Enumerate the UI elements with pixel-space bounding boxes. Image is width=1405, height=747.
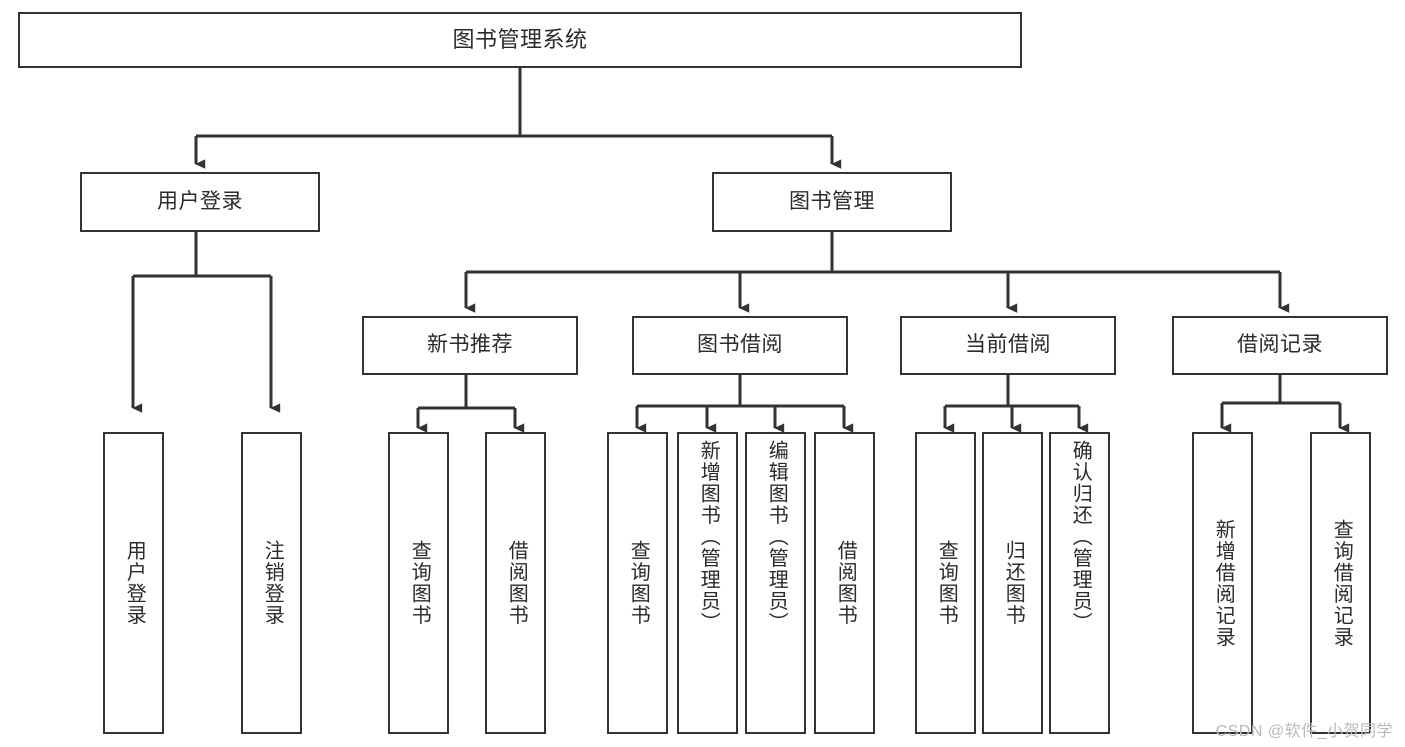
leaf-user-login[interactable]: 用户登录 xyxy=(103,432,164,734)
node-label: 借阅记录 xyxy=(1237,333,1323,357)
node-label: 图书管理 xyxy=(789,189,875,213)
node-new-book-recommendation[interactable]: 新书推荐 xyxy=(362,316,578,375)
leaf-query-books-current[interactable]: 查询图书 xyxy=(915,432,976,734)
node-label: 新增图书（管理员） xyxy=(697,440,720,634)
leaf-query-books-recommend[interactable]: 查询图书 xyxy=(388,432,449,734)
node-label: 查询图书 xyxy=(627,540,650,626)
leaf-edit-book-admin[interactable]: 编辑图书（管理员） xyxy=(745,432,806,734)
node-label: 查询图书 xyxy=(408,540,431,626)
node-book-management-system[interactable]: 图书管理系统 xyxy=(18,12,1022,68)
leaf-borrow-books-recommend[interactable]: 借阅图书 xyxy=(485,432,546,734)
node-book-borrowing[interactable]: 图书借阅 xyxy=(632,316,848,375)
node-label: 借阅图书 xyxy=(505,540,528,626)
leaf-query-borrow-record[interactable]: 查询借阅记录 xyxy=(1310,432,1371,734)
node-label: 注销登录 xyxy=(261,540,284,626)
node-label: 当前借阅 xyxy=(965,333,1051,357)
node-borrowing-records[interactable]: 借阅记录 xyxy=(1172,316,1388,375)
node-label: 新书推荐 xyxy=(427,333,513,357)
csdn-watermark: CSDN @软件_小贺同学 xyxy=(1215,723,1393,740)
node-user-login[interactable]: 用户登录 xyxy=(80,172,320,232)
node-label: 归还图书 xyxy=(1002,540,1025,626)
leaf-query-books-borrow[interactable]: 查询图书 xyxy=(607,432,668,734)
node-label: 图书借阅 xyxy=(697,333,783,357)
node-label: 确认归还（管理员） xyxy=(1069,440,1092,634)
leaf-add-borrow-record[interactable]: 新增借阅记录 xyxy=(1192,432,1253,734)
node-label: 用户登录 xyxy=(157,189,243,213)
node-label: 新增借阅记录 xyxy=(1212,518,1235,648)
node-label: 借阅图书 xyxy=(834,540,857,626)
leaf-logout[interactable]: 注销登录 xyxy=(241,432,302,734)
leaf-add-book-admin[interactable]: 新增图书（管理员） xyxy=(677,432,738,734)
node-book-management[interactable]: 图书管理 xyxy=(712,172,952,232)
node-label: 查询借阅记录 xyxy=(1330,518,1353,648)
node-label: 查询图书 xyxy=(935,540,958,626)
leaf-confirm-return-admin[interactable]: 确认归还（管理员） xyxy=(1049,432,1110,734)
node-current-borrowing[interactable]: 当前借阅 xyxy=(900,316,1116,375)
node-label: 图书管理系统 xyxy=(452,26,588,52)
leaf-borrow-books[interactable]: 借阅图书 xyxy=(814,432,875,734)
node-label: 用户登录 xyxy=(123,540,146,626)
leaf-return-books[interactable]: 归还图书 xyxy=(982,432,1043,734)
node-label: 编辑图书（管理员） xyxy=(765,440,788,634)
